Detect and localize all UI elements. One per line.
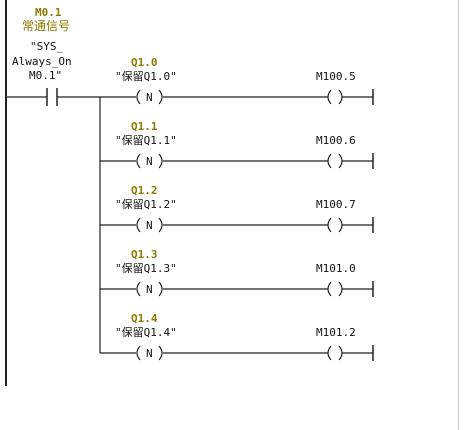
edge-label[interactable]: N <box>146 283 153 296</box>
no-contact-m0-1[interactable] <box>46 88 58 106</box>
coil-address: M100.5 <box>316 70 356 83</box>
branch-address: Q1.2 <box>131 184 158 197</box>
branch-symbol: "保留Q1.0" <box>115 70 177 83</box>
contact-symbol-line1: "SYS_ <box>30 40 64 53</box>
edge-label[interactable]: N <box>146 219 153 232</box>
coil-address: M101.0 <box>316 262 356 275</box>
branch-address: Q1.0 <box>131 56 158 69</box>
edge-label[interactable]: N <box>146 347 153 360</box>
edge-label[interactable]: N <box>146 155 153 168</box>
branch-address: Q1.1 <box>131 120 158 133</box>
branch-row <box>100 281 374 297</box>
branch-address: Q1.3 <box>131 248 158 261</box>
branch-row <box>100 345 374 361</box>
branch-address: Q1.4 <box>131 312 158 325</box>
branch-row <box>100 89 374 105</box>
branch-row <box>100 217 374 233</box>
edge-label[interactable]: N <box>146 91 153 104</box>
contact-symbol-line3: M0.1" <box>29 69 63 82</box>
coil-address: M101.2 <box>316 326 356 339</box>
coil-address: M100.6 <box>316 134 356 147</box>
contact-address: M0.1 <box>35 6 62 19</box>
branch-symbol: "保留Q1.3" <box>115 262 177 275</box>
branch-row <box>100 153 374 169</box>
contact-symbol-line2: Always_On <box>12 55 72 68</box>
branch-symbol: "保留Q1.1" <box>115 134 177 147</box>
left-power-rail <box>5 0 7 386</box>
branch-symbol: "保留Q1.2" <box>115 198 177 211</box>
right-border <box>458 0 459 430</box>
coil-address: M100.7 <box>316 198 356 211</box>
contact-comment: 常通信号 <box>22 19 71 33</box>
branch-symbol: "保留Q1.4" <box>115 326 177 339</box>
